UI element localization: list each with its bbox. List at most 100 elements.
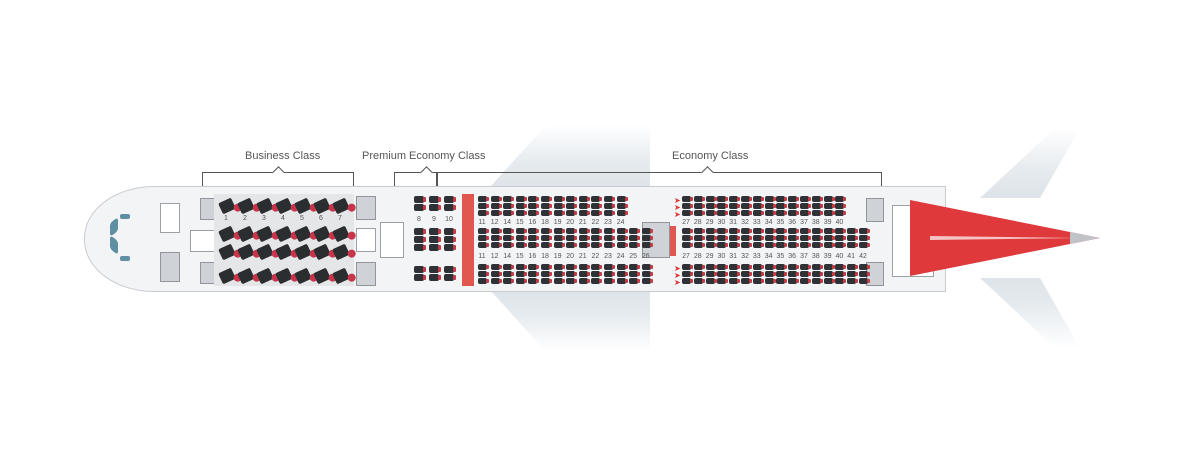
- economy-seat[interactable]: [705, 271, 717, 277]
- economy-seat[interactable]: [541, 228, 552, 234]
- economy-seat[interactable]: [800, 210, 811, 216]
- economy-seat[interactable]: [682, 235, 693, 241]
- economy-seat[interactable]: [776, 196, 788, 202]
- economy-seat[interactable]: [741, 210, 752, 216]
- economy-seat[interactable]: [705, 210, 717, 216]
- economy-seat[interactable]: [503, 235, 515, 241]
- economy-seat[interactable]: [578, 242, 590, 248]
- economy-seat[interactable]: [847, 242, 859, 248]
- economy-seat[interactable]: [490, 228, 502, 234]
- economy-seat[interactable]: [847, 235, 859, 241]
- economy-seat[interactable]: [616, 235, 628, 241]
- economy-seat[interactable]: [528, 242, 540, 248]
- economy-seat[interactable]: [847, 264, 859, 270]
- economy-seat[interactable]: [752, 228, 764, 234]
- economy-seat[interactable]: [578, 203, 590, 209]
- economy-seat[interactable]: [578, 264, 590, 270]
- economy-seat[interactable]: [729, 242, 741, 248]
- economy-seat[interactable]: [591, 210, 603, 216]
- economy-seat[interactable]: [616, 264, 628, 270]
- economy-seat[interactable]: [741, 235, 752, 241]
- economy-seat[interactable]: [752, 210, 764, 216]
- economy-seat[interactable]: [478, 264, 489, 270]
- economy-seat[interactable]: [515, 203, 527, 209]
- economy-seat[interactable]: [693, 196, 705, 202]
- economy-seat[interactable]: [616, 278, 628, 284]
- economy-seat[interactable]: [729, 235, 741, 241]
- economy-seat[interactable]: [752, 203, 764, 209]
- economy-seat[interactable]: [776, 264, 788, 270]
- economy-seat[interactable]: [503, 210, 515, 216]
- premium-seat[interactable]: [444, 204, 456, 211]
- premium-seat[interactable]: [429, 274, 441, 281]
- economy-seat[interactable]: [616, 228, 628, 234]
- economy-seat[interactable]: [616, 271, 628, 277]
- economy-seat[interactable]: [515, 235, 527, 241]
- economy-seat[interactable]: [682, 278, 693, 284]
- premium-seat[interactable]: [444, 228, 456, 235]
- economy-seat[interactable]: [717, 210, 729, 216]
- economy-seat[interactable]: [764, 242, 776, 248]
- economy-seat[interactable]: [503, 278, 515, 284]
- economy-seat[interactable]: [604, 210, 615, 216]
- economy-seat[interactable]: [823, 210, 835, 216]
- economy-seat[interactable]: [776, 271, 788, 277]
- premium-seat[interactable]: [414, 204, 426, 211]
- economy-seat[interactable]: [859, 278, 870, 284]
- economy-seat[interactable]: [503, 228, 515, 234]
- economy-seat[interactable]: [729, 271, 741, 277]
- premium-seat[interactable]: [429, 228, 441, 235]
- economy-seat[interactable]: [604, 203, 615, 209]
- economy-seat[interactable]: [566, 196, 578, 202]
- economy-seat[interactable]: [847, 228, 859, 234]
- economy-seat[interactable]: [490, 196, 502, 202]
- economy-seat[interactable]: [835, 228, 847, 234]
- economy-seat[interactable]: [566, 228, 578, 234]
- premium-seat[interactable]: [414, 196, 426, 203]
- economy-seat[interactable]: [811, 203, 823, 209]
- premium-seat[interactable]: [414, 236, 426, 243]
- economy-seat[interactable]: [641, 242, 653, 248]
- economy-seat[interactable]: [811, 196, 823, 202]
- economy-seat[interactable]: [811, 228, 823, 234]
- economy-seat[interactable]: [800, 278, 811, 284]
- economy-seat[interactable]: [741, 271, 752, 277]
- economy-seat[interactable]: [776, 242, 788, 248]
- economy-seat[interactable]: [835, 271, 847, 277]
- economy-seat[interactable]: [591, 271, 603, 277]
- economy-seat[interactable]: [490, 278, 502, 284]
- economy-seat[interactable]: [835, 235, 847, 241]
- economy-seat[interactable]: [515, 228, 527, 234]
- economy-seat[interactable]: [693, 228, 705, 234]
- economy-seat[interactable]: [566, 278, 578, 284]
- economy-seat[interactable]: [811, 278, 823, 284]
- economy-seat[interactable]: [729, 228, 741, 234]
- economy-seat[interactable]: [515, 264, 527, 270]
- economy-seat[interactable]: [478, 242, 489, 248]
- economy-seat[interactable]: [591, 242, 603, 248]
- economy-seat[interactable]: [591, 278, 603, 284]
- economy-seat[interactable]: [729, 210, 741, 216]
- economy-seat[interactable]: [616, 242, 628, 248]
- premium-seat[interactable]: [429, 204, 441, 211]
- economy-seat[interactable]: [604, 196, 615, 202]
- economy-seat[interactable]: [578, 271, 590, 277]
- economy-seat[interactable]: [705, 264, 717, 270]
- economy-seat[interactable]: [800, 196, 811, 202]
- economy-seat[interactable]: [752, 242, 764, 248]
- economy-seat[interactable]: [705, 242, 717, 248]
- economy-seat[interactable]: [788, 210, 800, 216]
- economy-seat[interactable]: [553, 242, 565, 248]
- economy-seat[interactable]: [729, 278, 741, 284]
- economy-seat[interactable]: [800, 235, 811, 241]
- economy-seat[interactable]: [741, 264, 752, 270]
- economy-seat[interactable]: [541, 235, 552, 241]
- economy-seat[interactable]: [811, 271, 823, 277]
- economy-seat[interactable]: [566, 242, 578, 248]
- economy-seat[interactable]: [859, 242, 870, 248]
- economy-seat[interactable]: [629, 235, 641, 241]
- economy-seat[interactable]: [859, 228, 870, 234]
- economy-seat[interactable]: [629, 264, 641, 270]
- economy-seat[interactable]: [553, 278, 565, 284]
- economy-seat[interactable]: [528, 235, 540, 241]
